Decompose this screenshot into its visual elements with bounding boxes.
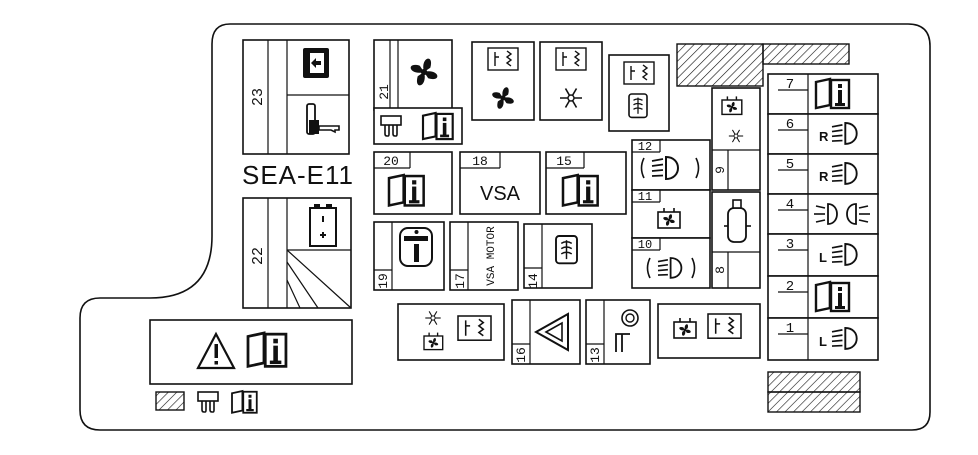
fuse-17-number: 17 <box>453 273 468 289</box>
small-light-icon <box>646 257 696 279</box>
fuse-6-number: 6 <box>786 117 794 133</box>
relay-icon <box>487 47 519 71</box>
fuse-10-number: 10 <box>638 238 652 252</box>
left-label: L <box>819 250 827 265</box>
fuse-12-fog-light[interactable] <box>631 139 711 191</box>
fuse-4-small-lights[interactable] <box>767 193 879 235</box>
info-book-icon <box>231 390 258 414</box>
right-label: R <box>819 169 829 184</box>
horn-icon <box>615 309 639 352</box>
relay-blower[interactable] <box>471 41 535 121</box>
power-door-lock-icon <box>303 48 329 78</box>
fuse-5-number: 5 <box>786 157 794 173</box>
relay-icon <box>555 47 587 71</box>
fuse-9-number: 9 <box>713 166 728 174</box>
fuse-16-number: 16 <box>514 347 529 363</box>
fuse-7-info[interactable] <box>767 73 879 115</box>
warning-triangle-icon <box>196 331 236 370</box>
legend <box>155 390 258 414</box>
relay-icon <box>623 61 655 85</box>
fuse-1-number: 1 <box>786 321 794 337</box>
hatched-spare-icon <box>155 391 185 411</box>
fuse-19-info-display[interactable] <box>373 221 445 291</box>
relay-ac[interactable] <box>539 41 603 121</box>
fuse-9-ac-fan[interactable] <box>711 87 761 191</box>
fuse-21-number: 21 <box>377 84 392 100</box>
fuse-19-number: 19 <box>376 273 391 289</box>
fuse-18-vsa[interactable]: VSA <box>459 151 541 215</box>
fuse-7-number: 7 <box>786 77 794 93</box>
fuse-18-number: 18 <box>472 154 488 169</box>
hazard-triangle-icon <box>533 312 569 352</box>
fuse-icon <box>197 391 219 413</box>
fuse-8-number: 8 <box>713 266 728 274</box>
small-light-icon <box>814 203 870 225</box>
left-label: L <box>819 334 827 349</box>
fuse-6-right-headlight[interactable]: R <box>767 113 879 155</box>
vsa-motor-label: VSA MOTOR <box>486 226 498 286</box>
fuse-20-info[interactable] <box>373 151 453 215</box>
fuse-5-right-headlight[interactable]: R <box>767 153 879 195</box>
ignition-key-icon <box>306 103 340 135</box>
fuse-8-fuel-pump[interactable] <box>711 191 761 289</box>
battery-icon <box>309 204 337 247</box>
warning-info-panel <box>149 319 353 385</box>
relay-rear-defogger[interactable] <box>608 54 670 132</box>
panel-code: SEA-E11 <box>242 160 354 190</box>
fuse-23-number: 23 <box>250 88 267 106</box>
relay-radiator-fan[interactable] <box>657 303 761 359</box>
fuse-13-horn[interactable] <box>585 299 651 365</box>
info-book-icon <box>399 227 433 267</box>
relay-icon <box>707 313 742 339</box>
rear-defogger-icon <box>555 235 578 265</box>
fog-light-icon <box>640 156 700 180</box>
hatched-spare-bottom <box>767 371 861 413</box>
fuse-3-left-headlight[interactable]: L <box>767 233 879 277</box>
fuse-box-outline <box>79 23 931 431</box>
fuel-pump-icon <box>724 199 751 243</box>
fuse-3-number: 3 <box>786 237 794 253</box>
spare-fuse-info[interactable] <box>373 107 463 145</box>
fuse-1-left-headlight[interactable]: L <box>767 317 879 361</box>
fuse-14-rear-defogger[interactable] <box>523 223 593 289</box>
fuse-14-number: 14 <box>526 273 541 289</box>
fuse-10-small-light[interactable] <box>631 237 711 289</box>
fuse-2-number: 2 <box>786 279 794 295</box>
fuse-17-vsa-motor[interactable]: VSA MOTOR <box>449 221 519 291</box>
fuse-12-number: 12 <box>638 140 652 154</box>
vsa-label: VSA <box>480 183 521 205</box>
fuse-13-number: 13 <box>588 347 603 363</box>
fuse-11-number: 11 <box>638 190 652 204</box>
fuse-20-number: 20 <box>383 154 399 169</box>
fuse-23-power-door-lock[interactable] <box>242 39 350 155</box>
hatched-spare-top <box>676 43 850 87</box>
relay-icon <box>457 315 492 341</box>
right-label: R <box>819 129 829 144</box>
fuse-22-number: 22 <box>250 247 267 265</box>
fuse-4-number: 4 <box>786 197 794 213</box>
fuse-16-hazard[interactable] <box>511 299 581 365</box>
fuse-11-radiator-fan[interactable] <box>631 189 711 239</box>
fuse-15-info[interactable] <box>545 151 627 215</box>
fuse-22-battery[interactable] <box>242 197 352 309</box>
fuse-15-number: 15 <box>556 154 572 169</box>
fuse-2-info[interactable] <box>767 275 879 319</box>
relay-ac-clutch[interactable] <box>397 303 505 361</box>
rear-defogger-icon <box>628 93 648 119</box>
